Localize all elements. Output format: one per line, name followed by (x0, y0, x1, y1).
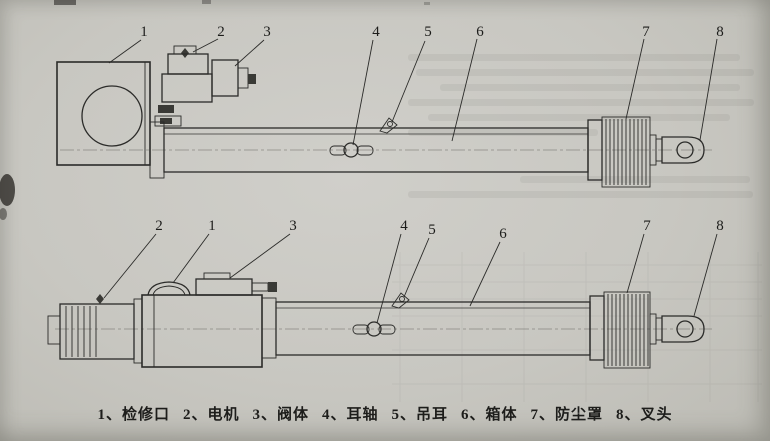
motor-fitting (160, 118, 172, 124)
lifting-lug (379, 117, 398, 134)
figure-caption: 1、检修口 2、电机 3、阀体 4、耳轴 5、吊耳 6、箱体 7、防尘罩 8、叉… (0, 403, 770, 424)
edge-mark (202, 0, 211, 4)
leader-lines (108, 38, 718, 146)
part-number-label: 6 (476, 24, 484, 40)
part-numbers: 2 1 3 4 5 6 7 8 (155, 218, 724, 242)
cylinder-tube (261, 295, 605, 361)
motor-marker (96, 294, 104, 304)
part-numbers: 1 2 3 4 5 6 7 8 (140, 24, 724, 40)
motor-fitting (158, 105, 174, 113)
top-view: 1 2 3 4 5 6 7 8 (56, 24, 724, 188)
inspection-port-cover (147, 281, 191, 296)
part-number-label: 8 (716, 24, 724, 40)
caption-item: 7、防尘罩 (530, 407, 604, 423)
part-number-label: 5 (428, 222, 436, 238)
motor (47, 294, 143, 364)
part-number-label: 5 (424, 24, 432, 40)
part-number-label: 6 (499, 226, 507, 242)
motor-marker (181, 48, 189, 58)
part-number-label: 4 (372, 24, 380, 40)
caption-item: 4、耳轴 (321, 407, 379, 423)
valve-body (195, 272, 277, 296)
ghost-table-lines (392, 252, 762, 402)
valve-body (211, 59, 256, 97)
part-number-label: 8 (716, 218, 724, 234)
caption-item: 3、阀体 (252, 407, 309, 423)
motor (154, 45, 213, 127)
part-number-label: 7 (642, 24, 650, 40)
caption-item: 1、检修口 (97, 407, 170, 423)
part-number-label: 1 (208, 218, 216, 234)
part-number-label: 7 (643, 218, 651, 234)
part-number-label: 2 (217, 24, 225, 40)
caption-item: 8、叉头 (616, 407, 673, 423)
caption-item: 5、吊耳 (391, 407, 449, 423)
fork-head (649, 134, 705, 166)
scan-artifacts (0, 0, 762, 402)
inspection-box (56, 61, 151, 166)
fork-head (649, 313, 705, 345)
ink-blot (0, 208, 7, 220)
edge-mark (54, 0, 76, 5)
caption-item: 6、箱体 (461, 407, 518, 423)
part-number-label: 2 (155, 218, 163, 234)
trunnion (352, 321, 396, 337)
part-number-label: 4 (400, 218, 408, 234)
cylinder-tube (149, 119, 603, 181)
leader-lines (103, 233, 718, 324)
gear-box (141, 294, 263, 368)
part-number-label: 3 (263, 24, 271, 40)
dust-cover (603, 291, 651, 369)
part-number-label: 1 (140, 24, 148, 40)
part-number-label: 3 (289, 218, 297, 234)
lifting-lug (391, 292, 410, 309)
trunnion (329, 142, 374, 158)
edge-mark (424, 2, 430, 5)
caption-item: 2、电机 (182, 407, 240, 423)
bottom-view: 2 1 3 4 5 6 7 8 (47, 218, 724, 369)
ink-blot (0, 174, 15, 206)
